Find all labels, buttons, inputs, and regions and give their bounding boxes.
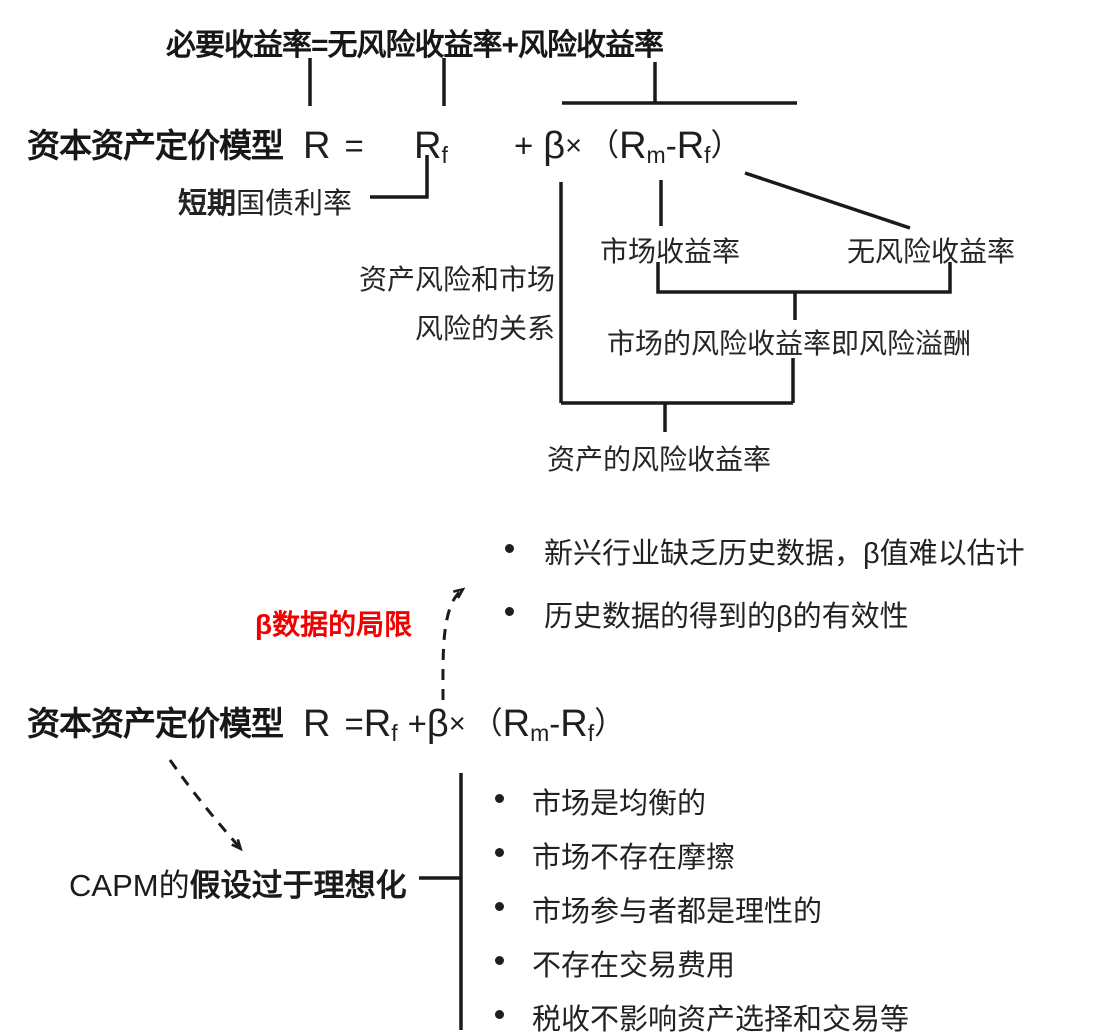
beta-limitation-bullet-2: 历史数据的得到的β的有效性 <box>544 601 909 633</box>
bullet-dot-icon <box>505 544 514 553</box>
plus-sign: + <box>514 127 534 164</box>
close-paren: ） <box>594 706 626 741</box>
plus-sign: + <box>407 705 427 742</box>
formula1-r-equals: R = <box>303 122 364 170</box>
equals-sign: = <box>344 127 364 164</box>
bullet-dot-icon <box>495 956 504 965</box>
formula1-model-label: 资本资产定价模型 <box>27 122 284 170</box>
capm-assumption-bullet-3: 市场参与者都是理性的 <box>532 896 823 928</box>
beta-limitation-dashed-arrow <box>441 590 462 701</box>
short-term-treasury-label: 短期国债利率 <box>178 180 352 222</box>
market-riskfree-bracket <box>656 262 952 294</box>
treasury-to-rf-elbow-line <box>370 155 429 199</box>
r-symbol: R <box>676 125 705 167</box>
bullet-dot-icon <box>495 848 504 857</box>
times-sign: × <box>448 708 466 740</box>
open-paren: （ <box>588 128 620 163</box>
r-symbol: R <box>619 125 647 167</box>
treasury-rate-text: 国债利率 <box>236 188 353 220</box>
capm-assumptions-title: CAPM的假设过于理想化 <box>69 860 407 905</box>
r-symbol: R <box>363 703 392 745</box>
f-subscript: f <box>704 142 711 168</box>
market-return-label: 市场收益率 <box>600 236 741 267</box>
capm-assumption-bullet-2: 市场不存在摩擦 <box>532 842 736 874</box>
bullet-dot-icon <box>495 902 504 911</box>
risk-free-return-label: 无风险收益率 <box>847 236 1016 267</box>
capm-assumption-bullet-5: 税收不影响资产选择和交易等 <box>532 1004 910 1036</box>
equals-sign: = <box>344 705 364 742</box>
bullet-dot-icon <box>505 607 514 616</box>
bullet-dot-icon <box>495 794 504 803</box>
model-to-capm-dashed-arrow <box>168 759 240 848</box>
capm-assumption-bullet-4: 不存在交易费用 <box>532 950 736 982</box>
asset-market-risk-label-line1: 资产风险和市场 <box>358 264 555 295</box>
minus-sign: - <box>665 127 677 164</box>
r-symbol: R <box>502 703 531 745</box>
beta-symbol: β <box>426 703 449 745</box>
f-subscript: f <box>587 720 595 746</box>
capm-assumption-bullet-1: 市场是均衡的 <box>532 788 707 820</box>
f-subscript: f <box>441 142 448 168</box>
model-label-text: 资本资产定价模型 <box>27 705 284 742</box>
formula2-model-label: 资本资产定价模型 <box>27 700 284 748</box>
beta-limitation-bullet-1: 新兴行业缺乏历史数据，β值难以估计 <box>544 538 1025 570</box>
rf-diagonal-line <box>744 171 911 230</box>
r-symbol: R <box>414 125 442 167</box>
f-subscript: f <box>391 720 398 746</box>
market-risk-premium-label: 市场的风险收益率即风险溢酬 <box>607 328 972 359</box>
r-symbol: R <box>303 125 331 167</box>
m-subscript: m <box>646 142 666 168</box>
model-label-text: 资本资产定价模型 <box>27 127 284 164</box>
short-term-bold-text: 短期 <box>178 188 237 220</box>
minus-sign: - <box>549 705 561 742</box>
asset-risk-return-label: 资产的风险收益率 <box>547 444 772 475</box>
close-paren: ） <box>710 128 742 163</box>
times-sign: × <box>565 130 583 162</box>
bullet-dot-icon <box>495 1010 504 1019</box>
r-symbol: R <box>560 703 588 745</box>
beta-symbol: β <box>543 125 566 167</box>
m-subscript: m <box>530 720 550 746</box>
r-symbol: R <box>303 703 331 745</box>
beta-limitation-title: β数据的局限 <box>255 609 413 640</box>
capm-bold-text: 假设过于理想化 <box>189 868 407 903</box>
page-title: 必要收益率=无风险收益率+风险收益率 <box>166 29 664 62</box>
asset-market-risk-label-line2: 风险的关系 <box>414 313 555 344</box>
capm-prefix-text: CAPM的 <box>69 868 190 903</box>
open-paren: （ <box>471 706 503 741</box>
